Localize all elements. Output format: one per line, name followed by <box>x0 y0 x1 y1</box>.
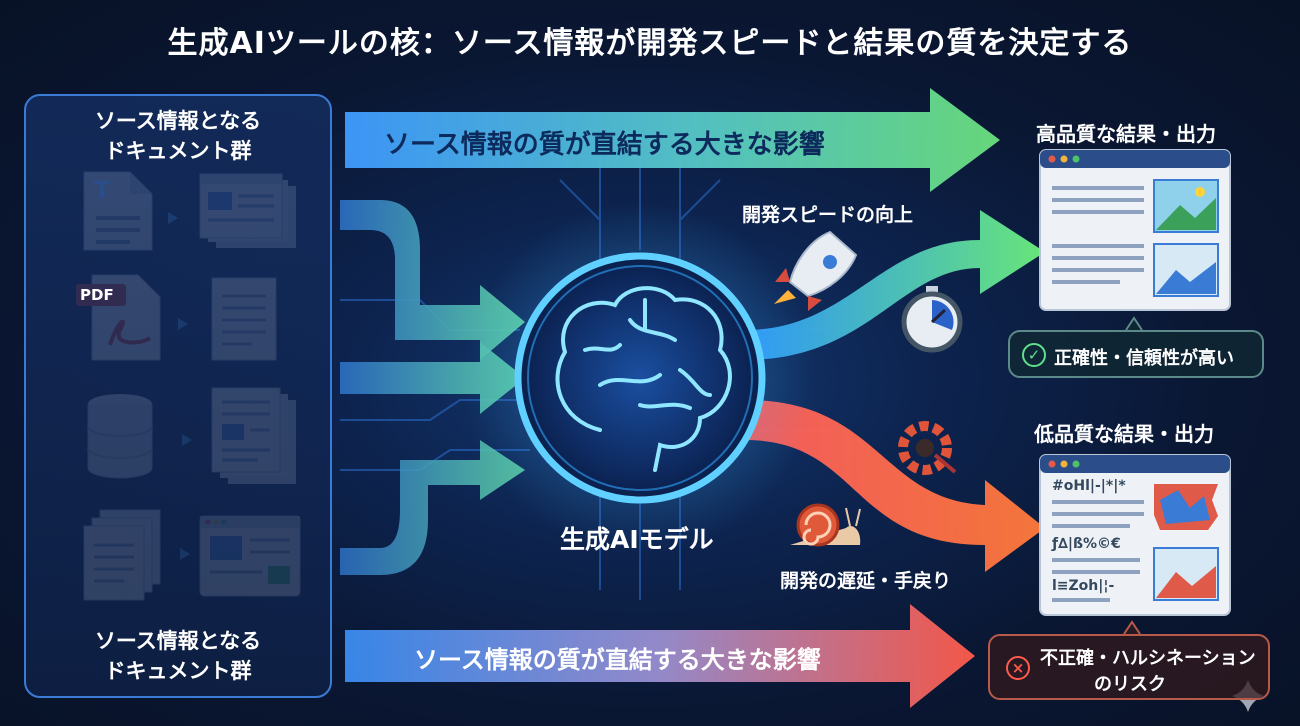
garbled-text-line3: l≡Zoh|¦- <box>1052 578 1115 594</box>
panel-caption-bottom-line1: ソース情報となる <box>94 629 262 653</box>
ai-model-label: 生成AIモデル <box>560 525 714 554</box>
rocket-icon <box>774 230 858 311</box>
status-accurate-text: 正確性・信頼性が高い <box>1054 348 1234 369</box>
ai-core-ring <box>514 252 766 504</box>
garbled-text-line2: ƒ∆|ß%©€ <box>1052 536 1121 552</box>
check-circle-icon: ✓ <box>1022 343 1046 367</box>
panel-caption-top: ソース情報となる ドキュメント群 <box>26 106 330 166</box>
low-quality-output-window <box>1039 454 1231 616</box>
speed-up-label: 開発スピードの向上 <box>742 204 914 226</box>
delay-arrow <box>745 400 1045 572</box>
status-hallucination-line1: 不正確・ハルシネーション <box>1040 648 1256 669</box>
snail-icon <box>790 503 861 547</box>
status-hallucination-line2: のリスク <box>1094 674 1166 695</box>
panel-caption-top-line2: ドキュメント群 <box>104 139 252 163</box>
source-documents-panel: ソース情報となる ドキュメント群 ソース情報となる ドキュメント群 <box>24 94 332 698</box>
page-title: 生成AIツールの核：ソース情報が開発スピードと結果の質を決定する <box>167 26 1133 61</box>
high-quality-heading: 高品質な結果・出力 <box>1036 122 1216 146</box>
panel-caption-bottom: ソース情報となる ドキュメント群 <box>26 626 330 686</box>
delay-label: 開発の遅延・手戻り <box>780 570 952 592</box>
broken-gear-icon <box>898 421 957 475</box>
cross-circle-icon: × <box>1006 656 1030 680</box>
text-document-glyph: T <box>94 176 111 204</box>
speed-up-arrow <box>745 210 1045 360</box>
garbled-text-line1: #oHl|-|*|* <box>1052 478 1126 494</box>
top-banner-arrow <box>345 88 1000 192</box>
status-badge-accurate: ✓ 正確性・信頼性が高い <box>1008 330 1264 378</box>
panel-caption-top-line1: ソース情報となる <box>94 109 262 133</box>
bottom-banner-label: ソース情報の質が直結する大きな影響 <box>414 646 821 674</box>
status-badge-hallucination: × 不正確・ハルシネーション のリスク <box>988 634 1270 700</box>
stopwatch-icon <box>901 286 963 353</box>
pdf-badge-label: PDF <box>80 286 114 304</box>
panel-caption-bottom-line2: ドキュメント群 <box>104 659 252 683</box>
low-quality-heading: 低品質な結果・出力 <box>1034 422 1214 446</box>
brain-icon <box>555 286 732 472</box>
high-quality-output-window <box>1039 149 1231 311</box>
top-banner-label: ソース情報の質が直結する大きな影響 <box>384 130 825 160</box>
bottom-banner-arrow <box>345 604 975 708</box>
